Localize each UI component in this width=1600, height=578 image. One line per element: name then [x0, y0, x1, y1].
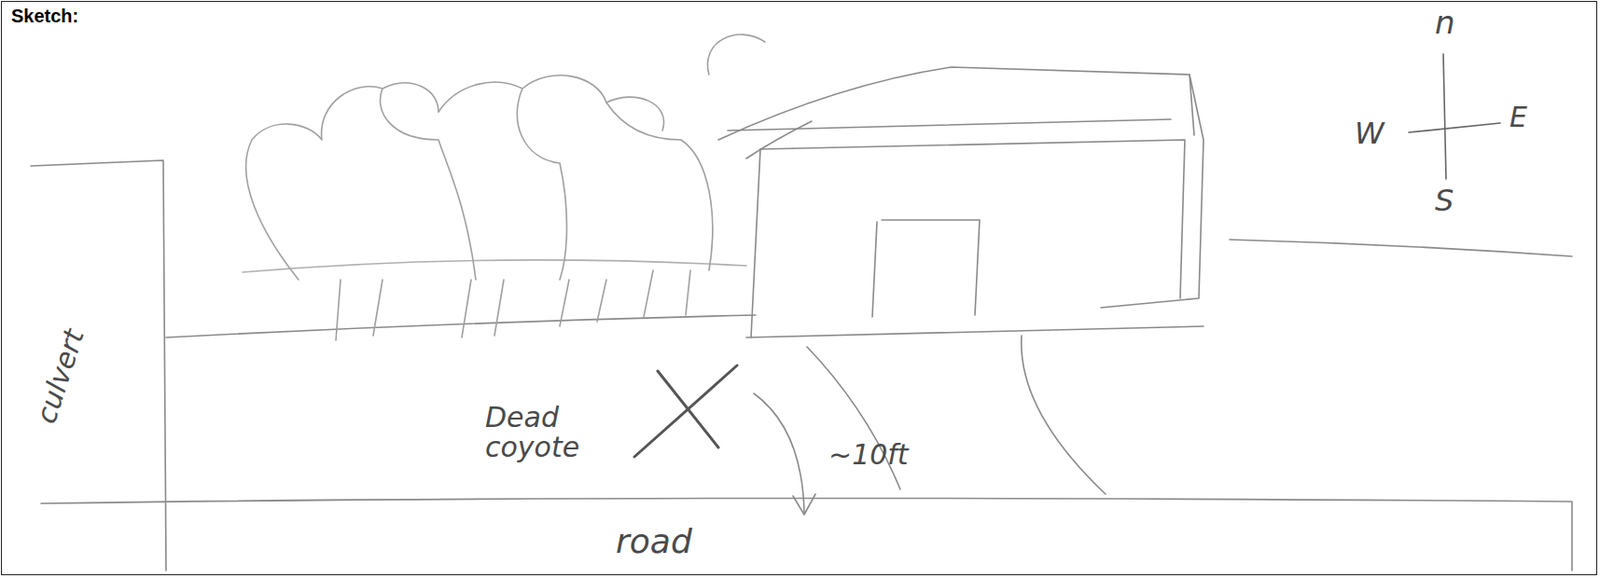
- distance-arrow: [753, 393, 805, 514]
- sketch-heading: Sketch:: [11, 5, 79, 28]
- compass-west: W: [1354, 115, 1385, 152]
- compass: [1408, 54, 1501, 180]
- arrow-head: [793, 494, 816, 515]
- driveway-edge: [1021, 335, 1106, 495]
- coyote-label: Dead coyote: [485, 403, 626, 462]
- ground-line: [166, 315, 756, 338]
- road-label: road: [615, 522, 693, 561]
- ground-line: [1229, 239, 1573, 257]
- compass-south: S: [1434, 182, 1454, 219]
- compass-north: n: [1434, 3, 1456, 42]
- distance-label: ~10ft: [828, 438, 909, 472]
- culvert-label: culvert: [28, 325, 90, 429]
- tree-group: [246, 34, 766, 341]
- house: [718, 67, 1204, 338]
- location-x: [634, 365, 738, 458]
- compass-east: E: [1509, 100, 1528, 134]
- ground-line: [242, 260, 747, 273]
